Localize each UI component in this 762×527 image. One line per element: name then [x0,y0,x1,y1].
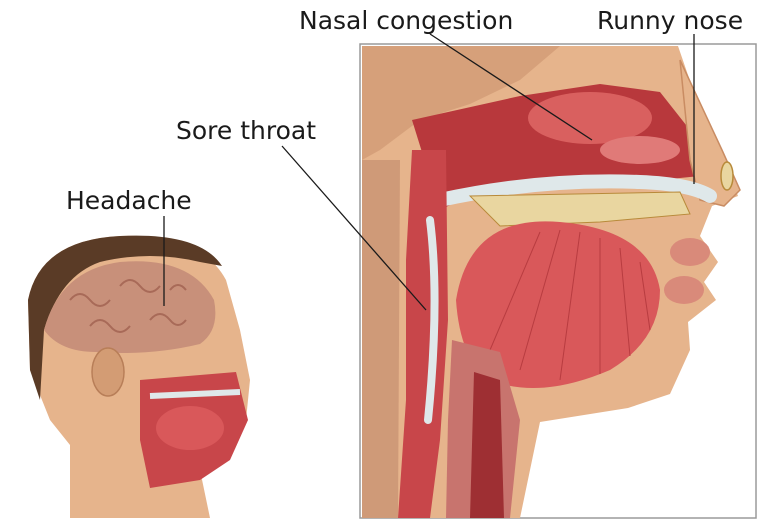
trachea [470,372,504,518]
label-runny-nose: Runny nose [597,8,743,33]
label-sore-throat: Sore throat [176,118,316,143]
small-mucus [150,392,240,396]
upper-lip [670,238,710,266]
neck-back [362,160,400,518]
small-head [28,236,250,518]
lower-lip [664,276,704,304]
turbinate-lower [600,136,680,164]
large-head-section [360,44,756,518]
label-nasal-congestion: Nasal congestion [299,8,513,33]
small-tongue [156,406,224,450]
label-headache: Headache [66,188,192,213]
nostril-cartilage [721,162,733,190]
small-ear [92,348,124,396]
